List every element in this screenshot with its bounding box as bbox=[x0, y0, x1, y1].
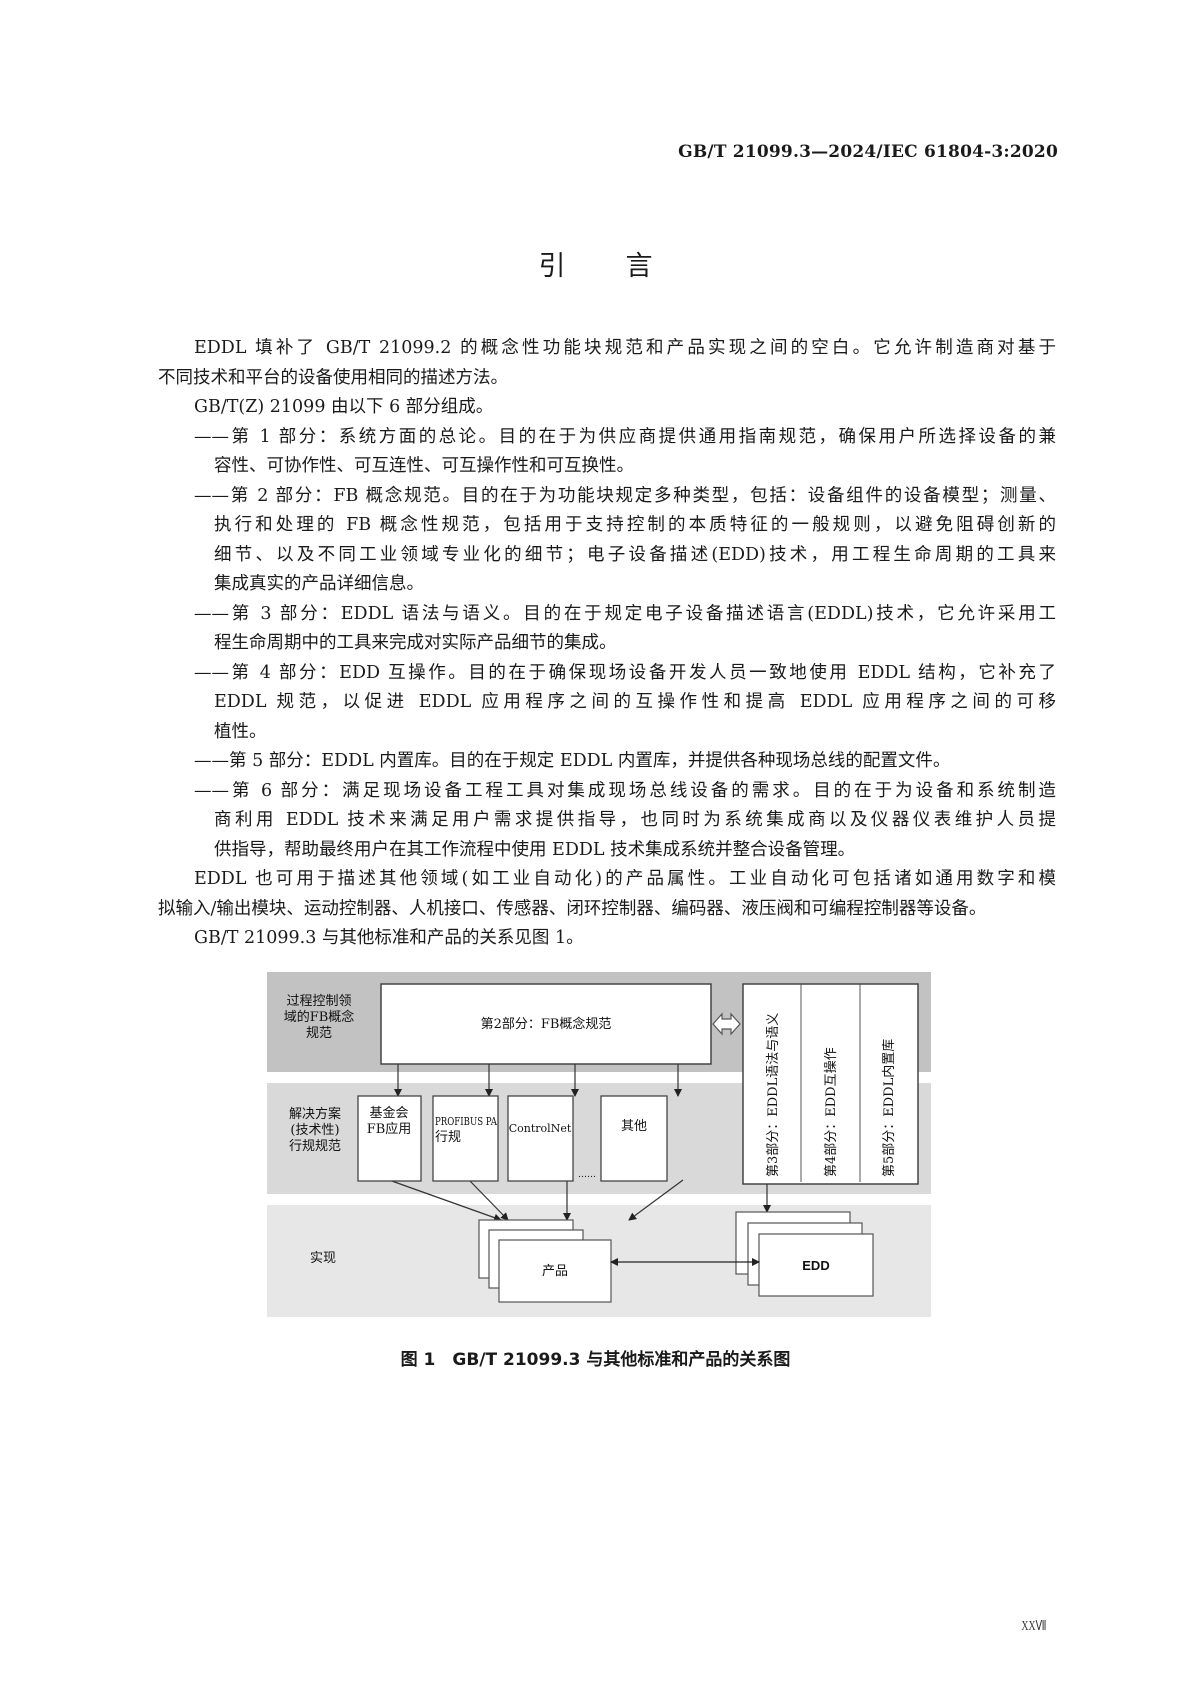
list-item: ——第 6 部分：满足现场设备工程工具对集成现场总线设备的需求。目的在于为设备和… bbox=[158, 777, 1056, 866]
band1-label: 规范 bbox=[306, 1026, 332, 1041]
band1-label: 过程控制领 bbox=[286, 994, 351, 1009]
list-item: ——第 3 部分：EDDL 语法与语义。目的在于规定电子设备描述语言(EDDL)… bbox=[158, 600, 1056, 659]
line: ——第 5 部分：EDDL 内置库。目的在于规定 EDDL 内置库，并提供各种现… bbox=[158, 747, 1056, 777]
line: EDDL 也可用于描述其他领域(如工业自动化)的产品属性。工业自动化可包括诸如通… bbox=[158, 865, 1056, 895]
profile-label: 基金会 bbox=[369, 1105, 408, 1121]
paragraph: EDDL 也可用于描述其他领域(如工业自动化)的产品属性。工业自动化可包括诸如通… bbox=[158, 865, 1056, 924]
product-label: 产品 bbox=[542, 1264, 568, 1279]
line: 执行和处理的 FB 概念性规范，包括用于支持控制的本质特征的一般规则，以避免阻碍… bbox=[158, 511, 1056, 541]
text-line: 集成真实的产品详细信息。 bbox=[214, 574, 424, 594]
section-title: 引言 bbox=[0, 244, 1191, 283]
line: 程生命周期中的工具来完成对实际产品细节的集成。 bbox=[158, 629, 1056, 659]
profile-label: ControlNet bbox=[509, 1122, 572, 1135]
line: 细节、以及不同工业领域专业化的细节；电子设备描述(EDD)技术，用工程生命周期的… bbox=[158, 541, 1056, 571]
text-line: 容性、可协作性、可互连性、可互操作性和可互换性。 bbox=[214, 456, 634, 476]
figure-caption: 图 1 GB/T 21099.3 与其他标准和产品的关系图 bbox=[400, 1350, 791, 1370]
text-line: EDDL 规范，以促进 EDDL 应用程序之间的互操作性和提高 EDDL 应用程… bbox=[214, 692, 1056, 712]
text-line: 执行和处理的 FB 概念性规范，包括用于支持控制的本质特征的一般规则，以避免阻碍… bbox=[214, 515, 1056, 535]
line: GB/T 21099.3 与其他标准和产品的关系见图 1。 bbox=[158, 924, 1056, 954]
text-line: 商利用 EDDL 技术来满足用户需求提供指导，也同时为系统集成商以及仪器仪表维护… bbox=[214, 810, 1056, 830]
item-dash: —— bbox=[194, 485, 229, 506]
text-line: 细节、以及不同工业领域专业化的细节；电子设备描述(EDD)技术，用工程生命周期的… bbox=[214, 544, 1056, 565]
text-line: 第 3 部分：EDDL 语法与语义。目的在于规定电子设备描述语言(EDDL)技术… bbox=[229, 603, 1056, 624]
paragraph: EDDL 填补了 GB/T 21099.2 的概念性功能块规范和产品实现之间的空… bbox=[158, 334, 1056, 393]
paragraph: GB/T(Z) 21099 由以下 6 部分组成。 bbox=[158, 393, 1056, 423]
profile-box-profibus bbox=[432, 1095, 499, 1182]
profile-box-controlnet bbox=[507, 1095, 574, 1182]
profile-box-other bbox=[600, 1095, 668, 1182]
line: 供指导，帮助最终用户在其工作流程中使用 EDDL 技术集成系统并整合设备管理。 bbox=[158, 836, 1056, 866]
text-line: GB/T 21099.3 与其他标准和产品的关系见图 1。 bbox=[194, 928, 584, 948]
double-arrow-icon bbox=[712, 1012, 741, 1036]
line: EDDL 填补了 GB/T 21099.2 的概念性功能块规范和产品实现之间的空… bbox=[158, 334, 1056, 364]
line: ——第 6 部分：满足现场设备工程工具对集成现场总线设备的需求。目的在于为设备和… bbox=[158, 777, 1056, 807]
item-dash: —— bbox=[194, 751, 229, 771]
line: 容性、可协作性、可互连性、可互操作性和可互换性。 bbox=[158, 452, 1056, 482]
line: 拟输入/输出模块、运动控制器、人机接口、传感器、闭环控制器、编码器、液压阀和可编… bbox=[158, 895, 1056, 925]
line: 集成真实的产品详细信息。 bbox=[158, 570, 1056, 600]
band3-label: 实现 bbox=[310, 1251, 336, 1266]
profile-label: 行规 bbox=[435, 1130, 461, 1145]
text-line: 不同技术和平台的设备使用相同的描述方法。 bbox=[158, 367, 508, 388]
line: ——第 4 部分：EDD 互操作。目的在于确保现场设备开发人员一致地使用 EDD… bbox=[158, 659, 1056, 689]
line: ——第 3 部分：EDDL 语法与语义。目的在于规定电子设备描述语言(EDDL)… bbox=[158, 600, 1056, 630]
ellipsis: …… bbox=[578, 1170, 596, 1180]
profile-label: 其他 bbox=[621, 1119, 647, 1134]
body-text: EDDL 填补了 GB/T 21099.2 的概念性功能块规范和产品实现之间的空… bbox=[158, 334, 1056, 954]
standard-number-header: GB/T 21099.3—2024/IEC 61804-3:2020 bbox=[678, 142, 1058, 162]
line: ——第 2 部分：FB 概念规范。目的在于为功能块规定多种类型，包括：设备组件的… bbox=[158, 482, 1056, 512]
list-item: ——第 5 部分：EDDL 内置库。目的在于规定 EDDL 内置库，并提供各种现… bbox=[158, 747, 1056, 777]
line: 商利用 EDDL 技术来满足用户需求提供指导，也同时为系统集成商以及仪器仪表维护… bbox=[158, 806, 1056, 836]
part2-box bbox=[380, 983, 712, 1065]
item-dash: —— bbox=[194, 780, 229, 801]
text-line: 程生命周期中的工具来完成对实际产品细节的集成。 bbox=[214, 633, 617, 653]
profile-box-foundation bbox=[357, 1095, 422, 1182]
title-char: 言 bbox=[625, 251, 653, 282]
list-item: ——第 2 部分：FB 概念规范。目的在于为功能块规定多种类型，包括：设备组件的… bbox=[158, 482, 1056, 600]
band2-label: 行规规范 bbox=[289, 1139, 341, 1154]
text-line: 植性。 bbox=[214, 721, 267, 742]
edd-label: EDD bbox=[802, 1258, 829, 1273]
band1-label: 域的FB概念 bbox=[284, 1009, 355, 1025]
text-line: 第 4 部分：EDD 互操作。目的在于确保现场设备开发人员一致地使用 EDDL … bbox=[229, 662, 1056, 683]
line: ——第 1 部分：系统方面的总论。目的在于为供应商提供通用指南规范，确保用户所选… bbox=[158, 423, 1056, 453]
band2-label: (技术性) bbox=[290, 1123, 339, 1138]
part2-label: 第2部分：FB概念规范 bbox=[481, 1016, 612, 1032]
list-item: ——第 1 部分：系统方面的总论。目的在于为供应商提供通用指南规范，确保用户所选… bbox=[158, 423, 1056, 482]
list-item: ——第 4 部分：EDD 互操作。目的在于确保现场设备开发人员一致地使用 EDD… bbox=[158, 659, 1056, 748]
text-line: 拟输入/输出模块、运动控制器、人机接口、传感器、闭环控制器、编码器、液压阀和可编… bbox=[158, 898, 987, 919]
edd-part4-label: 第4部分：EDD互操作 bbox=[823, 1047, 839, 1177]
edd-part3-label: 第3部分：EDDL语法与语义 bbox=[766, 1013, 781, 1177]
relationship-figure: 过程控制领 域的FB概念 规范 解决方案 (技术性) 行规规范 实现 第2部分：… bbox=[267, 972, 931, 1317]
text-line: GB/T(Z) 21099 由以下 6 部分组成。 bbox=[194, 397, 494, 417]
profile-label: FB应用 bbox=[367, 1121, 412, 1137]
title-char: 引 bbox=[538, 251, 566, 282]
band2-label: 解决方案 bbox=[289, 1106, 341, 1122]
item-dash: —— bbox=[194, 426, 229, 447]
line: GB/T(Z) 21099 由以下 6 部分组成。 bbox=[158, 393, 1056, 423]
text-line: 供指导，帮助最终用户在其工作流程中使用 EDDL 技术集成系统并整合设备管理。 bbox=[214, 839, 856, 860]
item-dash: —— bbox=[194, 603, 229, 624]
text-line: 第 6 部分：满足现场设备工程工具对集成现场总线设备的需求。目的在于为设备和系统… bbox=[229, 780, 1056, 801]
edd-part5-label: 第5部分：EDDL内置库 bbox=[881, 1039, 897, 1177]
text-line: EDDL 填补了 GB/T 21099.2 的概念性功能块规范和产品实现之间的空… bbox=[194, 338, 1056, 358]
page-number: XXⅦ bbox=[1021, 1619, 1047, 1634]
product-box bbox=[498, 1239, 612, 1303]
profile-label: PROFIBUS PA bbox=[435, 1115, 498, 1128]
text-line: 第 1 部分：系统方面的总论。目的在于为供应商提供通用指南规范，确保用户所选择设… bbox=[229, 426, 1056, 447]
item-dash: —— bbox=[194, 662, 229, 683]
text-line: 第 2 部分：FB 概念规范。目的在于为功能块规定多种类型，包括：设备组件的设备… bbox=[229, 485, 1056, 506]
line: 植性。 bbox=[158, 718, 1056, 748]
line: 不同技术和平台的设备使用相同的描述方法。 bbox=[158, 364, 1056, 394]
text-line: EDDL 也可用于描述其他领域(如工业自动化)的产品属性。工业自动化可包括诸如通… bbox=[194, 869, 1056, 889]
text-line: 第 5 部分：EDDL 内置库。目的在于规定 EDDL 内置库，并提供各种现场总… bbox=[229, 751, 951, 771]
paragraph: GB/T 21099.3 与其他标准和产品的关系见图 1。 bbox=[158, 924, 1056, 954]
eddl-parts-box bbox=[742, 983, 919, 1185]
line: EDDL 规范，以促进 EDDL 应用程序之间的互操作性和提高 EDDL 应用程… bbox=[158, 688, 1056, 718]
